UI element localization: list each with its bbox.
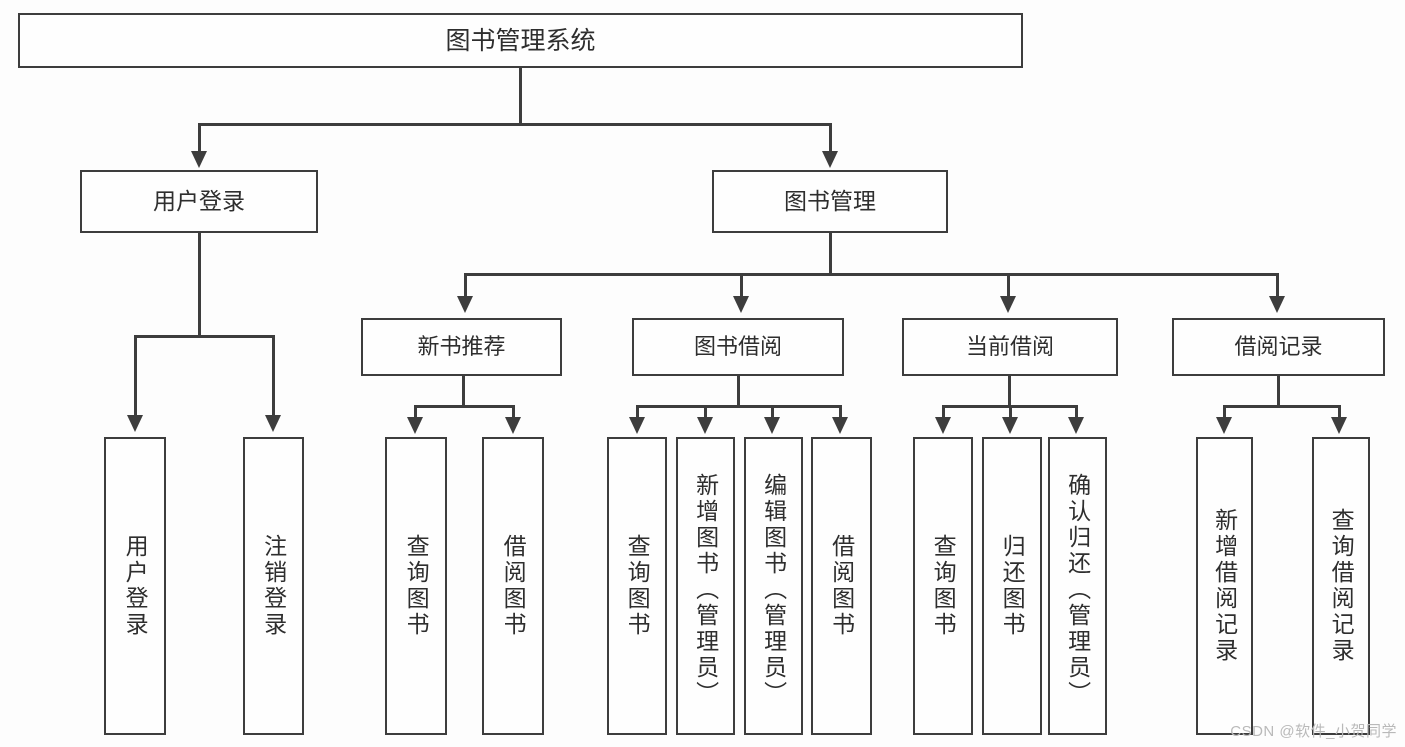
arrow-down-icon [457, 296, 473, 313]
leaf-borrow-book-newbook[interactable]: 借阅图书 [482, 437, 544, 735]
node-label: 借阅记录 [1234, 333, 1323, 359]
connector-current-drop-3 [1075, 405, 1078, 419]
csdn-watermark: CSDN @软件_小贺同学 [1230, 723, 1397, 740]
node-book-borrow[interactable]: 图书借阅 [632, 318, 844, 376]
node-label: 图书管理系统 [445, 26, 596, 55]
connector-login-bus [134, 335, 274, 338]
arrow-down-icon [1068, 417, 1084, 434]
leaf-add-book-admin[interactable]: 新增图书（管理员） [676, 437, 735, 735]
connector-current-drop-2 [1009, 405, 1012, 419]
connector-bookmgmt-bus [464, 273, 1278, 276]
arrow-down-icon [832, 417, 848, 434]
connector-bookmgmt-stem [829, 233, 832, 275]
node-root-system[interactable]: 图书管理系统 [18, 13, 1023, 68]
arrow-down-icon [822, 151, 838, 168]
node-label: 查询图书 [930, 534, 957, 638]
connector-bookmgmt-drop-3 [1007, 273, 1010, 298]
arrow-down-icon [407, 417, 423, 434]
connector-root-drop-login [198, 123, 201, 153]
arrow-down-icon [733, 296, 749, 313]
node-label: 图书管理 [784, 187, 876, 214]
node-label: 图书借阅 [693, 333, 782, 359]
connector-login-stem [198, 233, 201, 335]
connector-root-drop-bookmgmt [829, 123, 832, 153]
node-new-book-recommend[interactable]: 新书推荐 [361, 318, 562, 376]
node-label: 当前借阅 [965, 333, 1054, 359]
leaf-confirm-return-admin[interactable]: 确认归还（管理员） [1048, 437, 1107, 735]
arrow-down-icon [629, 417, 645, 434]
node-label: 新书推荐 [417, 333, 506, 359]
connector-newbook-drop-1 [414, 405, 417, 419]
node-label: 用户登录 [153, 187, 245, 214]
connector-borrow-drop-3 [771, 405, 774, 419]
arrow-down-icon [1000, 296, 1016, 313]
node-label: 借阅图书 [500, 534, 527, 638]
arrow-down-icon [697, 417, 713, 434]
connector-newbook-stem [462, 376, 465, 405]
arrow-down-icon [127, 415, 143, 432]
node-label: 编辑图书（管理员） [760, 473, 787, 707]
arrow-down-icon [1269, 296, 1285, 313]
node-current-borrow[interactable]: 当前借阅 [902, 318, 1118, 376]
node-label: 查询借阅记录 [1328, 508, 1355, 664]
connector-root-bus [198, 123, 830, 126]
arrow-down-icon [935, 417, 951, 434]
connector-current-stem [1008, 376, 1011, 405]
leaf-return-book[interactable]: 归还图书 [982, 437, 1042, 735]
connector-borrow-bus [636, 405, 841, 408]
connector-record-bus [1223, 405, 1340, 408]
connector-record-drop-1 [1223, 405, 1226, 419]
node-borrow-record[interactable]: 借阅记录 [1172, 318, 1385, 376]
connector-borrow-drop-1 [636, 405, 639, 419]
leaf-user-login[interactable]: 用户登录 [104, 437, 166, 735]
leaf-borrow-book[interactable]: 借阅图书 [811, 437, 872, 735]
node-book-management[interactable]: 图书管理 [712, 170, 948, 233]
node-label: 注销登录 [260, 534, 287, 638]
connector-bookmgmt-drop-1 [464, 273, 467, 298]
leaf-query-book-current[interactable]: 查询图书 [913, 437, 973, 735]
connector-borrow-stem [737, 376, 740, 405]
node-label: 查询图书 [624, 534, 651, 638]
leaf-query-book-borrow[interactable]: 查询图书 [607, 437, 667, 735]
connector-current-drop-1 [942, 405, 945, 419]
connector-record-drop-2 [1338, 405, 1341, 419]
arrow-down-icon [505, 417, 521, 434]
node-label: 确认归还（管理员） [1064, 473, 1091, 707]
connector-borrow-drop-4 [839, 405, 842, 419]
connector-bookmgmt-drop-2 [740, 273, 743, 298]
leaf-edit-book-admin[interactable]: 编辑图书（管理员） [744, 437, 803, 735]
connector-newbook-bus [414, 405, 515, 408]
arrow-down-icon [1002, 417, 1018, 434]
node-label: 查询图书 [403, 534, 430, 638]
node-label: 借阅图书 [828, 534, 855, 638]
leaf-query-book-newbook[interactable]: 查询图书 [385, 437, 447, 735]
node-label: 新增借阅记录 [1211, 508, 1238, 664]
connector-newbook-drop-2 [512, 405, 515, 419]
node-label: 用户登录 [122, 534, 149, 638]
node-user-login[interactable]: 用户登录 [80, 170, 318, 233]
connector-login-drop-2 [272, 335, 275, 417]
arrow-down-icon [764, 417, 780, 434]
node-label: 新增图书（管理员） [692, 473, 719, 707]
leaf-logout[interactable]: 注销登录 [243, 437, 304, 735]
connector-record-stem [1277, 376, 1280, 405]
leaf-add-borrow-record[interactable]: 新增借阅记录 [1196, 437, 1253, 735]
arrow-down-icon [191, 151, 207, 168]
leaf-query-borrow-record[interactable]: 查询借阅记录 [1312, 437, 1370, 735]
connector-root-stem [519, 68, 522, 123]
arrow-down-icon [1216, 417, 1232, 434]
node-label: 归还图书 [999, 534, 1026, 638]
connector-login-drop-1 [134, 335, 137, 417]
connector-bookmgmt-drop-4 [1276, 273, 1279, 298]
arrow-down-icon [265, 415, 281, 432]
arrow-down-icon [1331, 417, 1347, 434]
connector-borrow-drop-2 [704, 405, 707, 419]
